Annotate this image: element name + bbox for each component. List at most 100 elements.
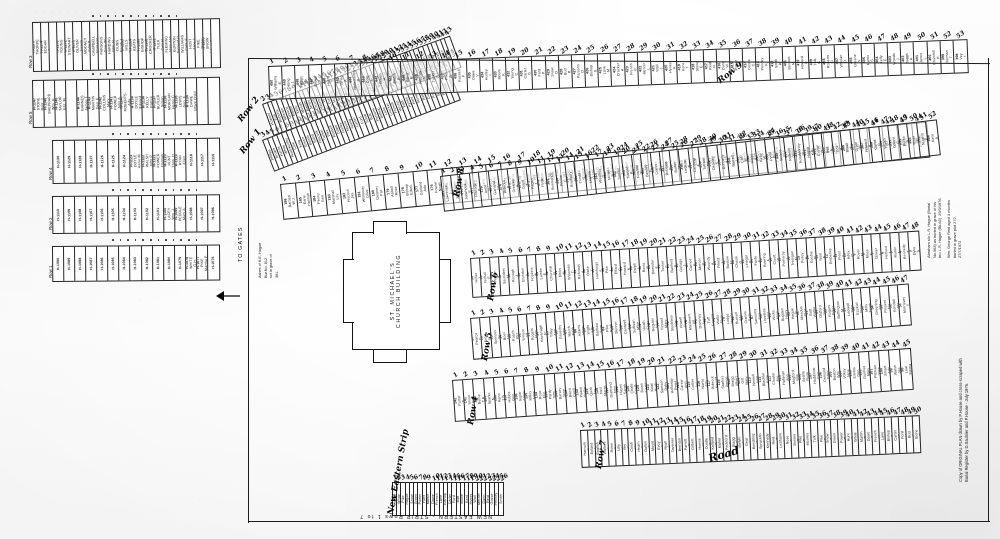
grave-plot-cell[interactable]: 580MercerN. — [478, 483, 482, 515]
grave-plot-cell[interactable]: 572BishopH. — [444, 483, 449, 515]
grave-plot-cell[interactable]: 575ButtM. — [457, 483, 461, 515]
grave-plot-cell[interactable]: 581DunnV. — [482, 483, 487, 515]
grave-plot-cell[interactable]: 564SnowD. — [410, 483, 415, 515]
grave-plot-cell[interactable] — [208, 78, 220, 124]
grave-plot-cell[interactable]: 579WallA. — [473, 483, 478, 515]
grave-plot-cell[interactable]: 560HagueAbraham — [393, 483, 398, 515]
grave-plot-cell[interactable]: H-1110 — [53, 196, 65, 233]
grave-plot-cell[interactable]: H-1101 — [152, 195, 165, 232]
grave-plot-cell[interactable]: H-1124 — [119, 139, 132, 183]
grave-plot-cell[interactable]: H-1109 — [64, 196, 76, 233]
grave-plot-cell[interactable]: 562PikeJ. — [401, 483, 406, 515]
grave-plot-cell[interactable]: 576StoneG. — [461, 483, 465, 515]
grave-plot-cell[interactable]: H-1108 — [75, 196, 87, 233]
grave-plot-cell[interactable]: H-1106 — [97, 196, 109, 233]
grave-plot-cell[interactable]: H-1090 — [53, 246, 65, 281]
grave-plot-cell[interactable]: 566PowerT. — [418, 483, 423, 515]
grave-plot-cell[interactable]: H-1083 — [130, 246, 142, 281]
grave-plot-cell[interactable]: 567HuntB. — [423, 483, 427, 515]
grave-plot-cell[interactable]: 578HynesP. — [469, 483, 474, 515]
grave-plot-cell[interactable]: H-1082 — [141, 246, 153, 281]
grave-plot-cell[interactable]: H-1098 — [185, 195, 198, 232]
grave-plot-cell[interactable]: 571LaneC. — [440, 483, 444, 515]
grave-plot-cell[interactable]: H-1086 — [97, 246, 109, 281]
grave-plot-cell[interactable]: H-1117 — [196, 138, 209, 181]
grave-plot-cell[interactable]: H-1088 — [75, 246, 87, 281]
grave-plot-cell[interactable]: H-1103 — [130, 196, 142, 233]
grave-plot-cell[interactable]: H-1118 — [185, 138, 198, 182]
grave-plot-cell[interactable]: 569DaweR. — [431, 483, 436, 515]
grave-plot-cell[interactable]: 570FrenchS. — [435, 483, 440, 515]
grave-plot-cell[interactable]: H-1125 — [108, 140, 120, 183]
grave-plot-cell[interactable] — [197, 77, 209, 125]
grave-plot-cell[interactable]: 561WhiteM. — [397, 483, 402, 515]
grave-plot-cell[interactable]: H-1081 — [152, 246, 164, 281]
grave-plot-cell[interactable]: 577KentF. — [465, 483, 470, 515]
grave-plot-cell[interactable]: 573CarterL. — [448, 483, 453, 515]
grave-plot-cell[interactable]: H-1104 — [119, 196, 131, 233]
grave-plot-cell[interactable]: 584PenneyE. — [495, 483, 499, 515]
grave-plot-cell[interactable] — [65, 80, 78, 127]
grave-plot-cell[interactable]: H-1079 — [174, 245, 187, 280]
grave-plot-cell[interactable]: 582ReidO. — [486, 483, 491, 515]
grave-plot-cell[interactable]: 585SmithW. — [499, 483, 503, 515]
grave-plot-cell[interactable]: 574FordJ. — [452, 483, 457, 515]
grave-plot-cell[interactable]: H-1096 — [208, 195, 219, 231]
grave-plot-cell[interactable]: H-1102 — [141, 195, 153, 233]
grave-plot-cell[interactable]: H-1084 — [119, 246, 131, 281]
